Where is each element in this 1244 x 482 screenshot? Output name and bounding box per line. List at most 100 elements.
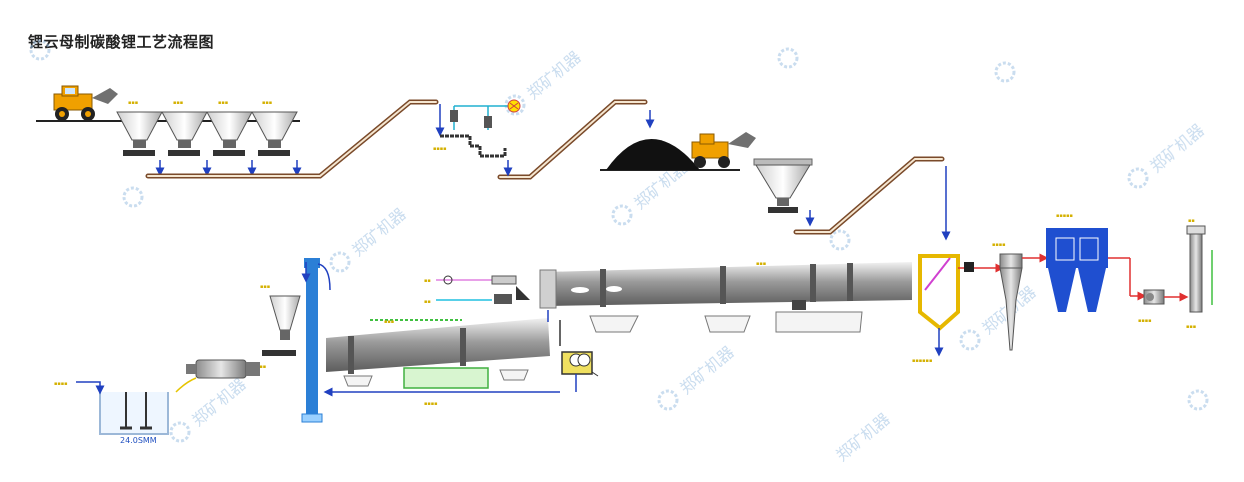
ball-mill bbox=[175, 359, 260, 393]
stockpile-area bbox=[600, 132, 756, 171]
watermark-9: 郑矿机器 bbox=[1127, 120, 1208, 189]
belt-conveyor-3 bbox=[793, 156, 945, 235]
page-title: 锂云母制碳酸锂工艺流程图 bbox=[28, 33, 215, 51]
gear-logo-icon bbox=[611, 204, 633, 226]
watermark-5 bbox=[122, 186, 144, 208]
watermark-3 bbox=[777, 47, 799, 69]
watermark-12: 郑矿机器 bbox=[169, 374, 250, 443]
bucket-elevator: ▪▪▪ bbox=[260, 258, 331, 423]
watermark-text: 郑矿机器 bbox=[1146, 120, 1207, 176]
gear-logo-icon bbox=[657, 389, 679, 411]
burner-body bbox=[491, 275, 517, 285]
gear-logo-icon bbox=[1187, 389, 1209, 411]
svg-text:▪▪▪▪: ▪▪▪▪ bbox=[1138, 318, 1152, 324]
watermark-8 bbox=[829, 229, 851, 251]
svg-text:▪▪: ▪▪ bbox=[424, 278, 431, 284]
tank-volume-label: 24.0SMM bbox=[120, 436, 157, 445]
feed-hopper-3: ▪▪▪ bbox=[206, 100, 257, 177]
raw-material-yard: ▪▪▪ ▪▪▪ ▪▪▪ ▪▪▪ bbox=[36, 85, 302, 177]
chimney-stack: ▪▪ ▪▪▪ bbox=[1186, 218, 1213, 330]
svg-text:▪▪▪: ▪▪▪ bbox=[260, 284, 270, 290]
hopper-3-label: ▪▪▪ bbox=[218, 100, 228, 106]
gear-logo-icon bbox=[994, 61, 1016, 83]
bag-filter: ▪▪▪▪▪ bbox=[1046, 213, 1108, 312]
belt-feeder-3 bbox=[213, 150, 245, 156]
fan-icon bbox=[507, 99, 521, 113]
support-1 bbox=[589, 315, 639, 333]
cooling-drum: ▪▪▪ ▪▪▪▪ bbox=[326, 310, 550, 407]
gear-logo-icon bbox=[1127, 167, 1149, 189]
loader-icon bbox=[691, 132, 756, 168]
discharge-label: ▪▪▪▪▪▪ bbox=[912, 358, 932, 364]
svg-text:▪▪▪: ▪▪▪ bbox=[1186, 324, 1196, 330]
kiln-label: ▪▪▪ bbox=[756, 261, 766, 267]
belt-feeder-2 bbox=[168, 150, 200, 156]
feed-hopper-2: ▪▪▪ bbox=[161, 100, 212, 177]
watermark-text: 郑矿机器 bbox=[348, 204, 409, 260]
hopper-1-label: ▪▪▪ bbox=[128, 100, 138, 106]
svg-text:▪▪▪▪: ▪▪▪▪ bbox=[424, 401, 438, 407]
watermark-text: 郑矿机器 bbox=[676, 342, 737, 398]
watermark-text: 郑矿机器 bbox=[832, 409, 893, 465]
support-2 bbox=[704, 315, 751, 333]
belt-feeder-5 bbox=[768, 207, 798, 213]
leaching-tank: 24.0SMM ▪▪▪▪ bbox=[54, 381, 169, 445]
screen-label: ▪▪▪▪ bbox=[433, 146, 447, 152]
damper bbox=[964, 262, 974, 272]
watermark-13 bbox=[1187, 389, 1209, 411]
gear-logo-icon bbox=[959, 329, 981, 351]
watermark-10: 郑矿机器 bbox=[959, 282, 1040, 351]
material-pile bbox=[606, 139, 700, 170]
feed-hopper-4: ▪▪▪ bbox=[251, 100, 302, 177]
hopper-2-label: ▪▪▪ bbox=[173, 100, 183, 106]
watermark-text: 郑矿机器 bbox=[188, 374, 249, 430]
cyclone-label: ▪▪▪▪ bbox=[992, 242, 1006, 248]
watermark-text: 郑矿机器 bbox=[523, 47, 584, 103]
screening-unit: ▪▪▪▪ bbox=[433, 99, 521, 158]
feed-hopper-1: ▪▪▪ bbox=[116, 100, 165, 177]
svg-text:▪▪▪▪: ▪▪▪▪ bbox=[54, 381, 68, 387]
induced-draft-fan: ▪▪▪▪ bbox=[1138, 289, 1165, 324]
gear-logo-icon bbox=[777, 47, 799, 69]
gear-logo-icon bbox=[829, 229, 851, 251]
tyre-1 bbox=[600, 269, 606, 307]
gear-logo-icon bbox=[329, 251, 351, 273]
tyre-4 bbox=[847, 263, 853, 301]
gear-logo-icon bbox=[169, 421, 191, 443]
valve-1 bbox=[450, 110, 458, 122]
rotary-kiln: ▪▪▪ bbox=[539, 261, 912, 333]
burner-valve bbox=[516, 286, 530, 300]
loader-icon bbox=[53, 85, 118, 121]
tyre-3 bbox=[810, 264, 816, 302]
watermark-1 bbox=[29, 39, 51, 61]
burner-lines: ▪▪ ▪▪ bbox=[424, 275, 530, 305]
gear-logo-icon bbox=[29, 39, 51, 61]
tyre-2 bbox=[720, 266, 726, 304]
belt-feeder-4 bbox=[258, 150, 290, 156]
baghouse-body bbox=[1046, 228, 1108, 268]
roller-crusher bbox=[561, 351, 599, 377]
kiln-shell bbox=[545, 262, 912, 306]
support-3 bbox=[775, 311, 863, 333]
burner-fan bbox=[494, 294, 512, 304]
svg-text:▪▪▪: ▪▪▪ bbox=[384, 319, 394, 325]
watermark-6: 郑矿机器 bbox=[329, 204, 410, 273]
watermark-11: 郑矿机器 bbox=[657, 342, 738, 411]
svg-text:▪▪▪: ▪▪▪ bbox=[256, 364, 266, 370]
kiln-drive bbox=[792, 300, 806, 310]
hopper-4-label: ▪▪▪ bbox=[262, 100, 272, 106]
screw-conveyor bbox=[440, 134, 507, 158]
mill-feed-hopper: ▪▪▪ bbox=[256, 295, 301, 370]
gear-logo-icon bbox=[504, 94, 526, 116]
cooler-shell bbox=[326, 318, 550, 372]
svg-text:▪▪: ▪▪ bbox=[1188, 218, 1195, 224]
kiln-hood bbox=[539, 269, 557, 309]
gear-logo-icon bbox=[122, 186, 144, 208]
svg-text:▪▪: ▪▪ bbox=[424, 299, 431, 305]
belt-feeder-1 bbox=[123, 150, 155, 156]
baghouse-label: ▪▪▪▪▪ bbox=[1056, 213, 1073, 219]
cyclone-separator: ▪▪▪▪ bbox=[958, 242, 1023, 351]
valve-2 bbox=[484, 116, 492, 128]
cooler-air-box bbox=[403, 367, 489, 389]
